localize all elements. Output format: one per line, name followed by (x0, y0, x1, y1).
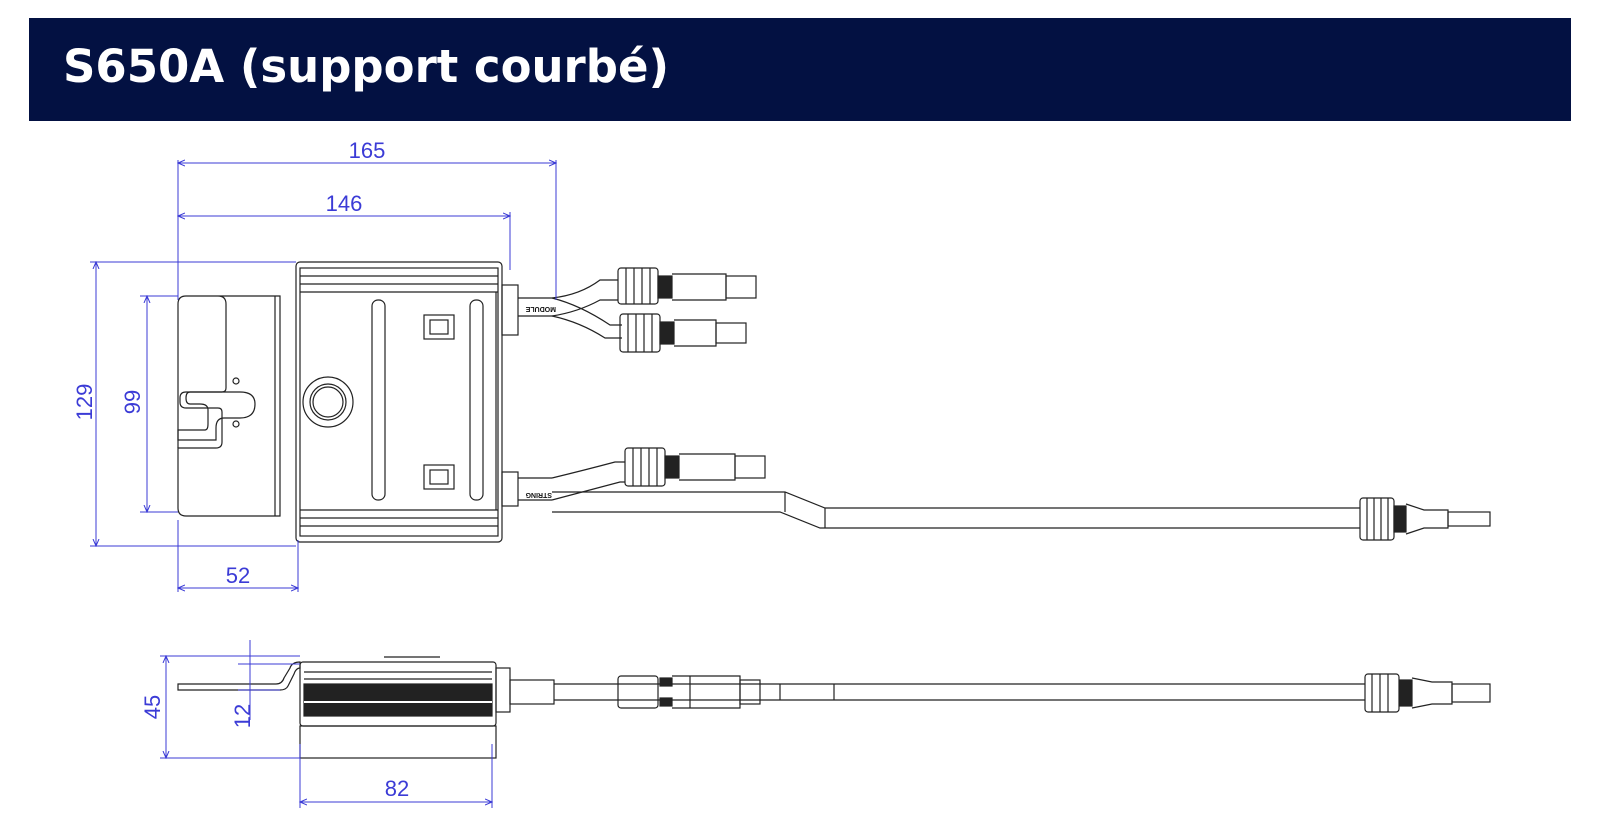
mc4-connector (1359, 497, 1491, 541)
bracket-slot (177, 391, 256, 441)
mc4-connector-side (1364, 673, 1491, 713)
vent-slot (371, 299, 386, 501)
grounding-knob (302, 376, 354, 428)
label-symbol (423, 464, 455, 490)
module-label: MODULE (525, 305, 556, 312)
side-view (177, 656, 1491, 759)
dim-12: 12 (230, 704, 255, 728)
mounting-bracket (177, 295, 281, 517)
side-bracket (177, 661, 301, 691)
page-title: S650A (support courbé) (63, 40, 670, 93)
title-banner: S650A (support courbé) (29, 18, 1571, 121)
string-label: STRING (525, 491, 552, 498)
dim-146: 146 (326, 191, 363, 216)
dim-129: 129 (72, 384, 97, 421)
optimizer-body (295, 261, 503, 543)
mc4-connector (624, 447, 766, 487)
dim-52: 52 (226, 563, 250, 588)
top-view: MODULE STRING (177, 261, 1491, 543)
dim-99: 99 (120, 390, 145, 414)
dimension-lines (90, 160, 556, 808)
mc4-connector (619, 313, 747, 353)
label-symbol (423, 314, 455, 340)
vent-slot (469, 299, 484, 501)
mc4-connector-side (617, 675, 761, 709)
dim-165: 165 (349, 138, 386, 163)
mc4-connector (617, 267, 757, 305)
dim-82: 82 (385, 776, 409, 801)
dim-45: 45 (140, 695, 165, 719)
